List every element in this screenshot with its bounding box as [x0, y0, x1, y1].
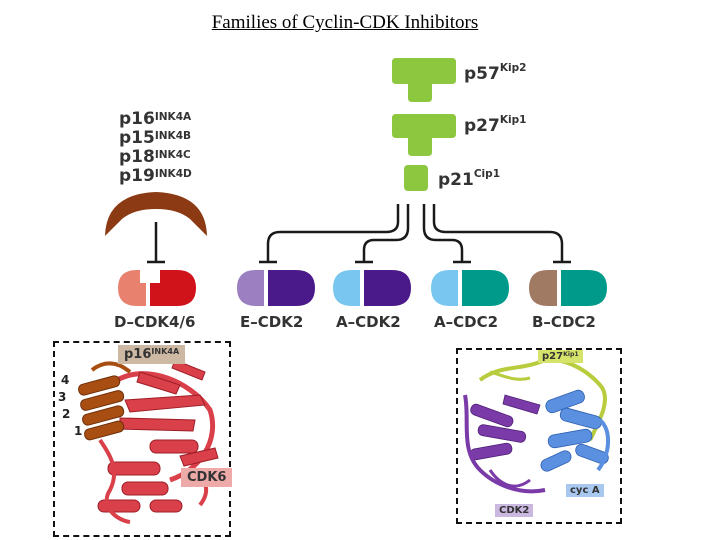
cip-line-1: [266, 204, 400, 262]
cyca-structure-tag: cyc A: [566, 484, 604, 497]
complex-label-e-cdk2: E–CDK2: [240, 313, 304, 331]
p16-structure-tag: p16INK4A: [118, 345, 186, 364]
page-title: Families of Cyclin-CDK Inhibitors: [211, 12, 479, 33]
complex-label-a-cdc2: A–CDC2: [434, 313, 499, 331]
complex-label-b-cdc2: B–CDC2: [532, 313, 596, 331]
p27-structure-tag: p27Kip1: [538, 350, 583, 363]
p18-label: p18INK4C: [119, 147, 191, 167]
complex-b-cdc2: [529, 270, 607, 306]
cip-line-2: [362, 204, 410, 262]
p57-label: p57Kip2: [464, 62, 527, 84]
helix-label-1: 1: [74, 424, 83, 438]
p27-label: p27Kip1: [464, 114, 527, 136]
cdk6-structure-tag: CDK6: [181, 468, 233, 487]
cip-line-3: [422, 204, 464, 262]
p27-shape: [392, 114, 456, 156]
p16-label: p16INK4A: [119, 109, 192, 129]
cdk2-structure-tag: CDK2: [495, 504, 534, 517]
p27-cyca-cdk2-structure: [463, 358, 610, 494]
p21-label: p21Cip1: [438, 168, 501, 190]
helix-label-3: 3: [58, 390, 67, 404]
helix-label-4: 4: [61, 373, 70, 387]
complex-label-a-cdk2: A–CDK2: [336, 313, 401, 331]
complex-label-d-cdk46: D–CDK4/6: [114, 313, 196, 331]
helix-label-2: 2: [62, 407, 71, 421]
complex-e-cdk2: [237, 270, 315, 306]
complex-a-cdk2: [333, 270, 411, 306]
complex-d-cdk46: [118, 268, 196, 306]
right-structure-inset: [456, 348, 622, 524]
cip-line-4: [432, 204, 564, 262]
complex-a-cdc2: [431, 270, 509, 306]
p21-shape: [404, 165, 428, 191]
ink4-shape: [105, 192, 207, 236]
p19-label: p19INK4D: [119, 166, 192, 186]
p15-label: p15INK4B: [119, 128, 192, 148]
p57-shape: [392, 58, 456, 102]
left-structure-inset: [53, 341, 231, 537]
